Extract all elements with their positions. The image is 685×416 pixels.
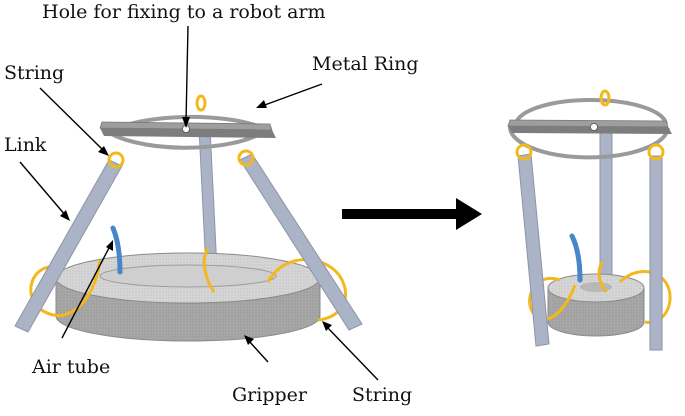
right-string-knot-top xyxy=(599,89,611,107)
left-string-knot-left xyxy=(107,151,125,169)
right-link-front-right xyxy=(649,155,663,351)
left-metal-ring-front xyxy=(101,126,268,150)
left-plate xyxy=(99,121,276,138)
left-string-knot-top xyxy=(195,94,207,112)
label-string-bottom: String xyxy=(352,384,413,406)
left-device-open xyxy=(14,94,363,342)
right-air-tube xyxy=(569,233,583,283)
label-hole-for-fixing: Hole for fixing to a robot arm xyxy=(42,1,326,23)
left-string-loop-left xyxy=(29,259,102,317)
right-metal-ring-front xyxy=(507,125,670,160)
label-air-tube: Air tube xyxy=(32,356,111,378)
right-metal-ring-back xyxy=(513,97,668,127)
right-link-back xyxy=(599,125,613,283)
right-string-knot-left xyxy=(515,143,533,161)
right-link-front-left xyxy=(517,153,550,347)
left-air-tube xyxy=(110,225,123,275)
right-fixing-hole xyxy=(590,123,598,131)
label-string-top: String xyxy=(4,62,65,84)
label-link: Link xyxy=(4,134,47,156)
label-gripper: Gripper xyxy=(232,384,307,406)
transition-arrow xyxy=(342,198,482,230)
leader-lines xyxy=(19,25,379,381)
left-link-front-left xyxy=(14,159,123,333)
right-string-knot-right xyxy=(647,143,665,161)
right-plate xyxy=(507,119,672,134)
left-link-front-right xyxy=(239,153,363,331)
label-metal-ring: Metal Ring xyxy=(312,53,419,75)
left-string-loop-center xyxy=(202,247,216,293)
right-string-loop-center xyxy=(597,261,608,293)
right-gripper xyxy=(547,273,645,337)
left-string-knot-right xyxy=(237,149,255,167)
left-string-loop-right xyxy=(266,258,348,322)
right-device-closed xyxy=(507,89,672,351)
